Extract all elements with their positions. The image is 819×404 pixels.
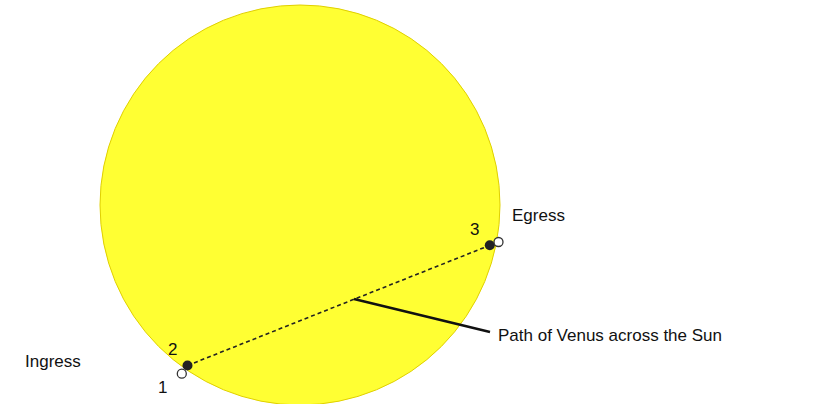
leader-line: [354, 299, 490, 332]
path-label: Path of Venus across the Sun: [498, 326, 722, 346]
contact-point-open: [494, 238, 503, 247]
contact-point-filled: [183, 361, 193, 371]
contact-point-open: [177, 369, 186, 378]
callout-number: 1: [158, 378, 167, 398]
contact-point-filled: [485, 240, 495, 250]
callout-number: 2: [168, 340, 177, 360]
phase-label: Egress: [512, 206, 565, 226]
sun-disc: [100, 5, 500, 404]
callout-number: 3: [470, 220, 479, 240]
venus-path: [188, 245, 490, 365]
phase-label: Ingress: [25, 352, 81, 372]
